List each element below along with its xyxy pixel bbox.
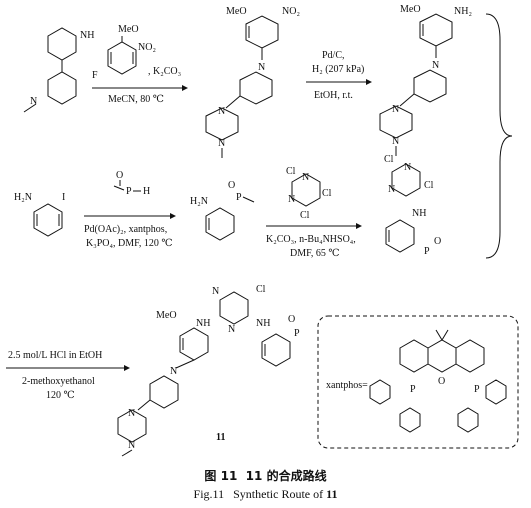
svg-text:P: P [236,192,242,203]
figure-caption-chinese: 图 11 11 的合成路线 [0,467,531,484]
svg-text:I: I [62,192,65,203]
svg-text:H₂N: H₂N [190,196,208,207]
svg-text:H: H [143,186,150,197]
converging-brace [485,13,513,259]
svg-text:F: F [92,70,98,81]
figure-caption-english: Fig.11 Synthetic Route of 11 [0,487,531,502]
svg-text:N: N [128,408,135,419]
caption-en-prefix: Fig.11 [193,487,225,501]
step3-catalyst: Pd(OAc)₂, xantphos, [84,224,167,235]
svg-text:N: N [218,106,225,117]
svg-text:NH: NH [80,30,94,41]
svg-text:Cl: Cl [286,166,296,177]
step2-hydrogen: H₂ (207 kPa) [312,64,364,75]
step2-catalyst: Pd/C, [322,50,345,61]
fluoro-nitroanisole-structure: MeO NO₂ F [92,24,156,81]
caption-cn-prefix: 图 11 [204,469,238,483]
step1-conditions: MeCN, 80 ℃ [108,94,164,105]
compound-11-structure: MeO NH N N Cl NH P O N N N [117,284,300,457]
svg-text:NO₂: NO₂ [138,42,156,53]
svg-text:N: N [128,440,135,451]
svg-text:P: P [424,246,430,257]
svg-text:Cl: Cl [424,180,434,191]
svg-text:NH: NH [256,318,270,329]
xantphos-box [317,315,519,449]
svg-text:N: N [404,162,411,173]
svg-text:O: O [228,180,235,191]
svg-text:O: O [434,236,441,247]
svg-text:P: P [474,384,480,395]
iodoaniline-structure: H₂N I [14,192,65,237]
xantphos-structure: O P P [369,329,507,433]
caption-cn-text: 的合成路线 [266,469,327,483]
svg-text:N: N [302,172,309,183]
dimethylphosphine-oxide-structure: O P H [113,170,150,197]
svg-text:MeO: MeO [226,6,247,17]
step4-reagents: K₂CO₃, n-Bu₄NHSO₄, [266,234,356,245]
nitro-intermediate-structure: MeO NO₂ N N N [205,6,300,158]
chloropyrimidine-intermediate-structure: Cl N N Cl NH P O [384,154,441,257]
svg-text:NH: NH [196,318,210,329]
svg-text:H₂N: H₂N [14,192,32,203]
svg-text:Cl: Cl [322,188,332,199]
svg-text:Cl: Cl [300,210,310,221]
step5-temperature: 120 ℃ [46,390,75,401]
step3-conditions: K₃PO₄, DMF, 120 ℃ [86,238,173,249]
svg-text:P: P [294,328,300,339]
xantphos-label: xantphos= [326,380,368,391]
trichloropyrimidine-structure: Cl N N Cl Cl [286,166,332,221]
svg-text:P: P [126,186,132,197]
svg-text:N: N [218,138,225,149]
svg-text:NO₂: NO₂ [282,6,300,17]
svg-text:NH: NH [412,208,426,219]
compound-11-label: 11 [216,432,225,443]
svg-text:N: N [212,286,219,297]
svg-text:Cl: Cl [256,284,266,295]
svg-text:O: O [116,170,123,181]
caption-en-number: 11 [326,487,338,501]
aniline-intermediate-structure: MeO NH₂ N N N [379,4,472,156]
svg-text:MeO: MeO [400,4,421,15]
svg-text:O: O [288,314,295,325]
svg-text:P: P [410,384,416,395]
svg-text:N: N [432,60,439,71]
svg-text:N: N [30,96,37,107]
step2-conditions: EtOH, r.t. [314,90,353,101]
svg-text:N: N [392,104,399,115]
svg-text:N: N [258,62,265,73]
caption-en-text: Synthetic Route of [233,487,324,501]
svg-text:Cl: Cl [384,154,394,165]
svg-text:N: N [392,136,399,147]
svg-text:N: N [228,324,235,335]
svg-text:NH₂: NH₂ [454,6,472,17]
piperidinyl-piperazine-structure: NH N [23,27,94,113]
svg-text:N: N [388,184,395,195]
svg-text:N: N [170,366,177,377]
svg-text:O: O [438,376,445,387]
step4-conditions: DMF, 65 ℃ [290,248,340,259]
phosphine-oxide-aniline-structure: H₂N O P [190,180,255,241]
svg-text:MeO: MeO [156,310,177,321]
step5-solvent: 2-methoxyethanol [22,376,95,387]
step1-reagent: , K₂CO₃ [148,66,181,77]
svg-text:N: N [288,194,295,205]
svg-text:MeO: MeO [118,24,139,35]
step5-reagent: 2.5 mol/L HCl in EtOH [8,350,102,361]
caption-cn-number: 11 [245,469,263,483]
